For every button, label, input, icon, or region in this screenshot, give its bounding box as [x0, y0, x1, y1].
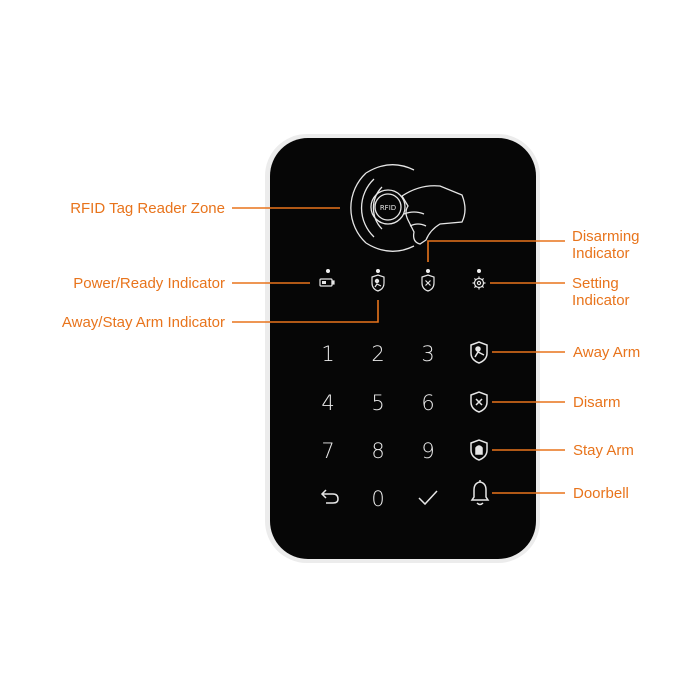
stay-arm-key[interactable]	[461, 432, 497, 468]
away-arm-key[interactable]	[461, 334, 497, 370]
key-9[interactable]: 9	[421, 439, 435, 463]
disarming-indicator-dot	[426, 269, 430, 273]
power-indicator-dot	[326, 269, 330, 273]
key-4[interactable]: 4	[321, 391, 335, 415]
label-disarming-line1: Disarming	[572, 228, 640, 245]
key-8[interactable]: 8	[371, 439, 385, 463]
key-5[interactable]: 5	[371, 391, 385, 415]
label-away-stay: Away/Stay Arm Indicator	[61, 314, 225, 331]
key-6[interactable]: 6	[421, 391, 435, 415]
leader-disarming	[427, 240, 565, 262]
shield-home-icon	[470, 439, 488, 461]
label-setting-line2: Indicator	[572, 292, 630, 309]
label-setting-line1: Setting	[572, 275, 619, 292]
key-3[interactable]: 3	[421, 342, 435, 366]
confirm-key[interactable]	[409, 481, 449, 517]
shield-person-icon	[371, 274, 385, 292]
label-disarming-line2: Indicator	[572, 245, 630, 262]
gear-icon	[472, 276, 486, 290]
away-stay-indicator-dot	[376, 269, 380, 273]
doorbell-key[interactable]	[461, 476, 497, 512]
shield-away-icon	[470, 341, 488, 364]
back-arrow-icon	[320, 489, 339, 504]
label-power: Power/Ready Indicator	[73, 275, 225, 292]
disarm-shield-x-icon	[470, 391, 488, 413]
key-1[interactable]: 1	[321, 342, 335, 366]
key-0[interactable]: 0	[371, 487, 385, 511]
label-rfid: RFID Tag Reader Zone	[70, 200, 225, 217]
label-setting: Setting Indicator	[572, 275, 630, 309]
leader-lines	[232, 207, 565, 494]
shield-x-icon	[421, 274, 435, 292]
rfid-tag-text: RFID	[380, 204, 396, 212]
label-doorbell: Doorbell	[573, 485, 629, 502]
key-2[interactable]: 2	[371, 342, 385, 366]
disarm-key[interactable]	[461, 384, 497, 420]
battery-icon	[319, 278, 335, 287]
label-disarming: Disarming Indicator	[572, 228, 640, 262]
key-7[interactable]: 7	[321, 439, 335, 463]
back-key[interactable]	[310, 481, 350, 517]
label-away-arm: Away Arm	[573, 344, 641, 361]
rfid-card-hand-icon	[350, 164, 466, 252]
leader-away-stay	[232, 300, 379, 323]
label-stay-arm: Stay Arm	[573, 442, 634, 459]
bell-icon	[470, 480, 490, 506]
device-face	[270, 138, 536, 559]
checkmark-icon	[418, 490, 438, 506]
setting-indicator-dot	[477, 269, 481, 273]
label-disarm: Disarm	[573, 394, 621, 411]
